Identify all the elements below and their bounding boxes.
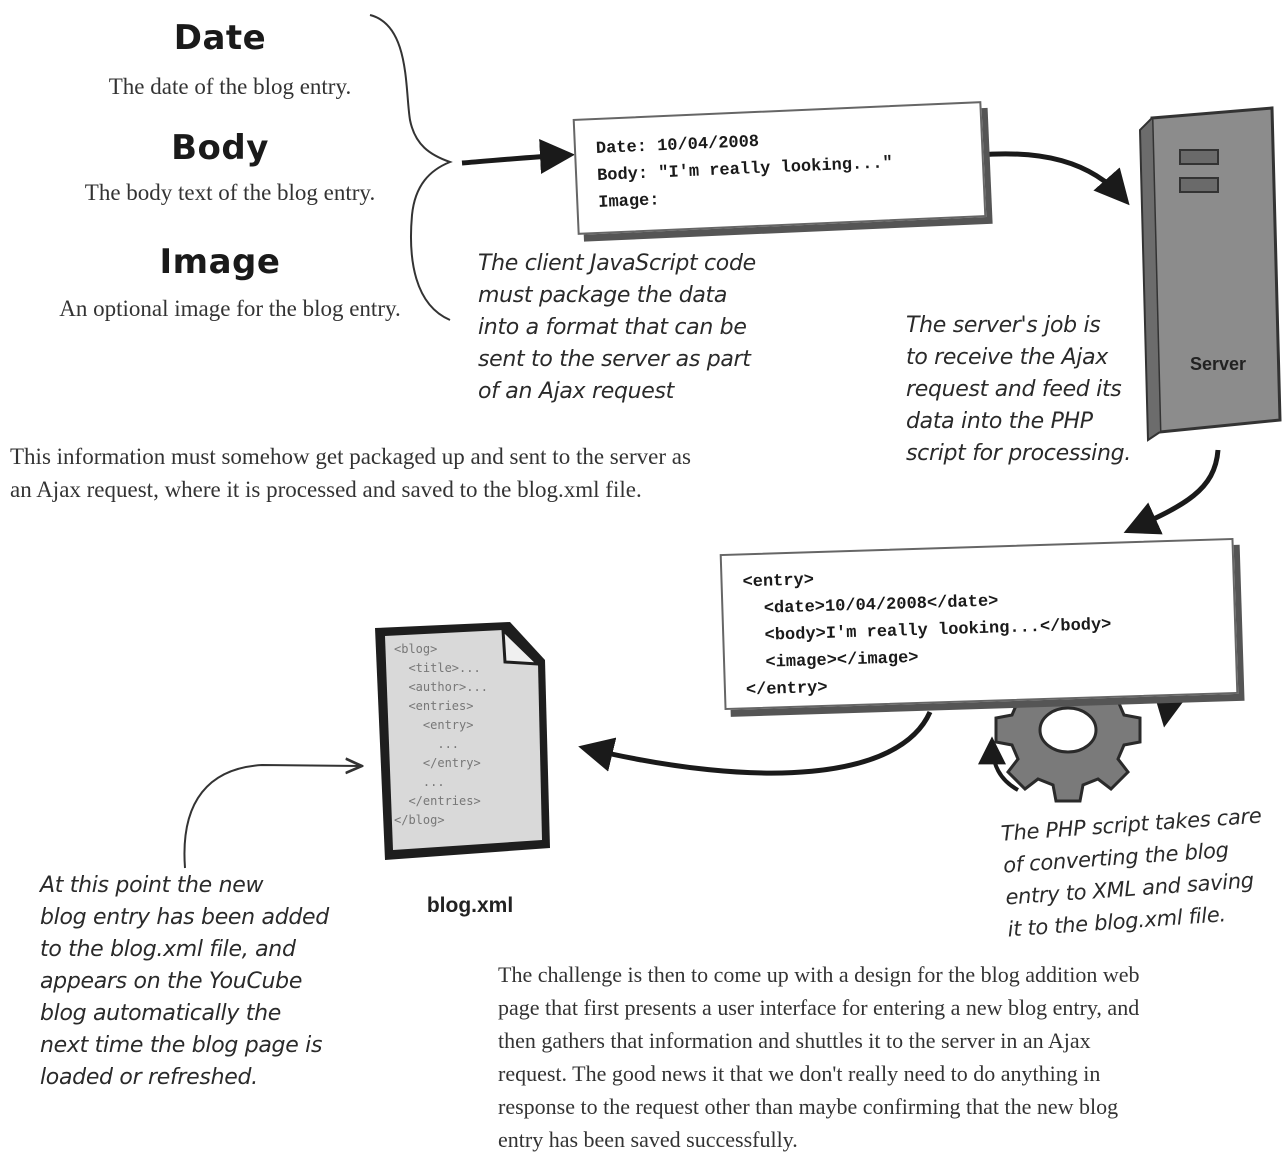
paragraph-line: request. The good news it that we don't … <box>498 1061 1101 1086</box>
file-line: <entries> <box>394 699 474 713</box>
file-line: <title>... <box>394 661 481 675</box>
note-line: The client JavaScript code <box>478 251 756 276</box>
paragraph-line: The challenge is then to come up with a … <box>498 962 1140 987</box>
server-label: Server <box>1189 354 1247 374</box>
file-line: </entries> <box>394 794 481 808</box>
note-line: script for processing. <box>906 441 1131 466</box>
field-brace <box>369 14 453 321</box>
note-line: to the blog.xml file, and <box>40 937 296 962</box>
arrow-to-xml <box>1123 449 1221 535</box>
arrow-to-request <box>461 138 575 174</box>
request-data-card: Date: 10/04/2008 Body: "I'm really looki… <box>572 101 987 235</box>
paragraph-line: an Ajax request, where it is processed a… <box>10 477 642 502</box>
note-line: data into the PHP <box>906 409 1093 434</box>
xml-entry-card: <entry> <date>10/04/2008</date> <body>I'… <box>719 537 1239 711</box>
note-line: into a format that can be <box>478 315 747 340</box>
blog-file-label: blog.xml <box>426 894 514 917</box>
field-desc-image: An optional image for the blog entry. <box>59 296 401 321</box>
note-line: to receive the Ajax <box>906 345 1109 370</box>
blog-file-contents: <blog> <title>... <author>... <entries> … <box>394 640 534 830</box>
note-line: blog entry has been added <box>40 905 329 930</box>
paragraph-line: response to the request other than maybe… <box>498 1094 1119 1119</box>
file-line: <author>... <box>394 680 488 694</box>
file-line: </entry> <box>394 756 481 770</box>
info-paragraph: This information must somehow get packag… <box>10 440 840 506</box>
note-line: must package the data <box>478 283 728 308</box>
paragraph-line: then gathers that information and shuttl… <box>498 1028 1091 1053</box>
note-line: next time the blog page is <box>40 1033 323 1058</box>
php-note: The PHP script takes care of converting … <box>1000 799 1283 946</box>
field-title-image: Image <box>159 242 281 282</box>
note-line: request and feed its <box>906 377 1122 402</box>
note-line: sent to the server as part <box>478 347 751 372</box>
file-line: ... <box>394 775 445 789</box>
note-line: The server's job is <box>906 313 1101 338</box>
arrow-note-to-file <box>183 765 360 869</box>
note-line: of an Ajax request <box>478 379 674 404</box>
note-line: loaded or refreshed. <box>40 1065 258 1090</box>
note-line: blog automatically the <box>40 1001 281 1026</box>
note-line: appears on the YouCube <box>40 969 303 994</box>
field-title-body: Body <box>171 128 269 168</box>
field-desc-date: The date of the blog entry. <box>108 74 352 99</box>
file-line: </blog> <box>394 813 445 827</box>
arrow-to-blog-file <box>578 710 933 776</box>
field-desc-body: The body text of the blog entry. <box>84 180 376 205</box>
added-note: At this point the new blog entry has bee… <box>40 870 360 1094</box>
blog-file-icon <box>375 622 550 860</box>
file-line: <blog> <box>394 642 438 656</box>
paragraph-line: page that first presents a user interfac… <box>498 995 1140 1020</box>
client-note: The client JavaScript code must package … <box>478 248 798 408</box>
field-title-date: Date <box>173 18 267 58</box>
server-note: The server's job is to receive the Ajax … <box>906 310 1146 470</box>
note-line: At this point the new <box>40 873 264 898</box>
challenge-paragraph: The challenge is then to come up with a … <box>498 958 1283 1156</box>
gear-rotation-arrow-left <box>978 736 1020 792</box>
paragraph-line: entry has been saved successfully. <box>498 1127 798 1152</box>
arrow-to-server <box>977 151 1130 206</box>
file-line: ... <box>394 737 460 751</box>
paragraph-line: This information must somehow get packag… <box>10 444 691 469</box>
file-line: <entry> <box>394 718 474 732</box>
server-icon <box>1138 106 1282 442</box>
